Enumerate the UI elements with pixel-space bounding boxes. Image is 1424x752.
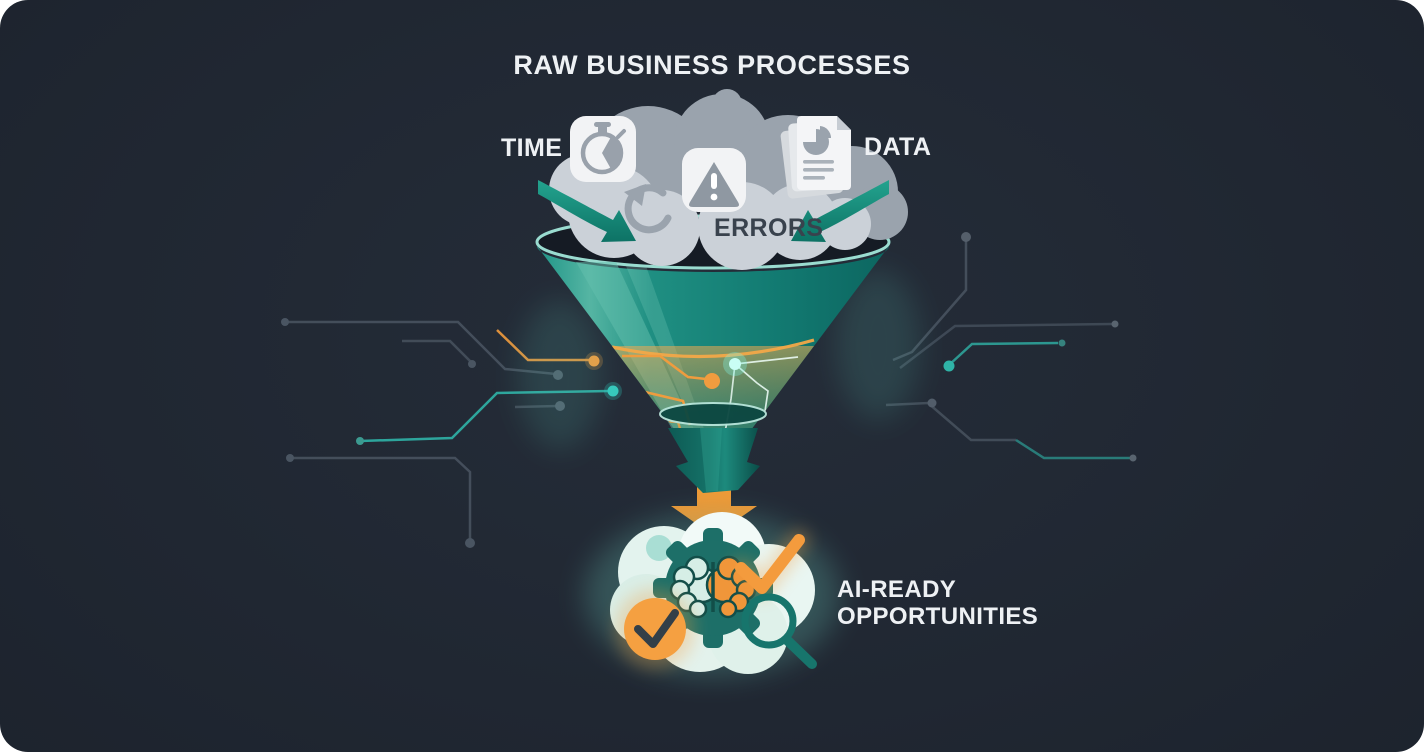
- inflow-arrow-right: [791, 180, 889, 242]
- check-circle-icon: [615, 589, 695, 669]
- magnifier-icon: [741, 593, 817, 669]
- stopwatch-icon: [570, 116, 636, 182]
- funnel-spout: [668, 428, 760, 493]
- documents-icon: [780, 116, 851, 199]
- refresh-icon: [624, 184, 672, 234]
- time-label: TIME: [501, 134, 563, 162]
- data-label: DATA: [864, 133, 932, 161]
- mint-dot: [646, 535, 672, 561]
- errors-label: ERRORS: [714, 214, 824, 242]
- output-label-line1: AI-READY: [837, 576, 957, 603]
- output-label: AI-READY OPPORTUNITIES: [837, 576, 1038, 630]
- inflow-arrow-left: [538, 180, 636, 242]
- glow-left: [518, 300, 602, 450]
- funnel-throat: [659, 402, 767, 426]
- warning-triangle-icon: [682, 148, 746, 212]
- checkmark-icon: [731, 530, 809, 598]
- glow-right: [836, 270, 920, 420]
- output-label-line2: OPPORTUNITIES: [837, 603, 1039, 630]
- circuit-traces-right: [885, 232, 1137, 462]
- diagram-title: RAW BUSINESS PROCESSES: [513, 50, 911, 80]
